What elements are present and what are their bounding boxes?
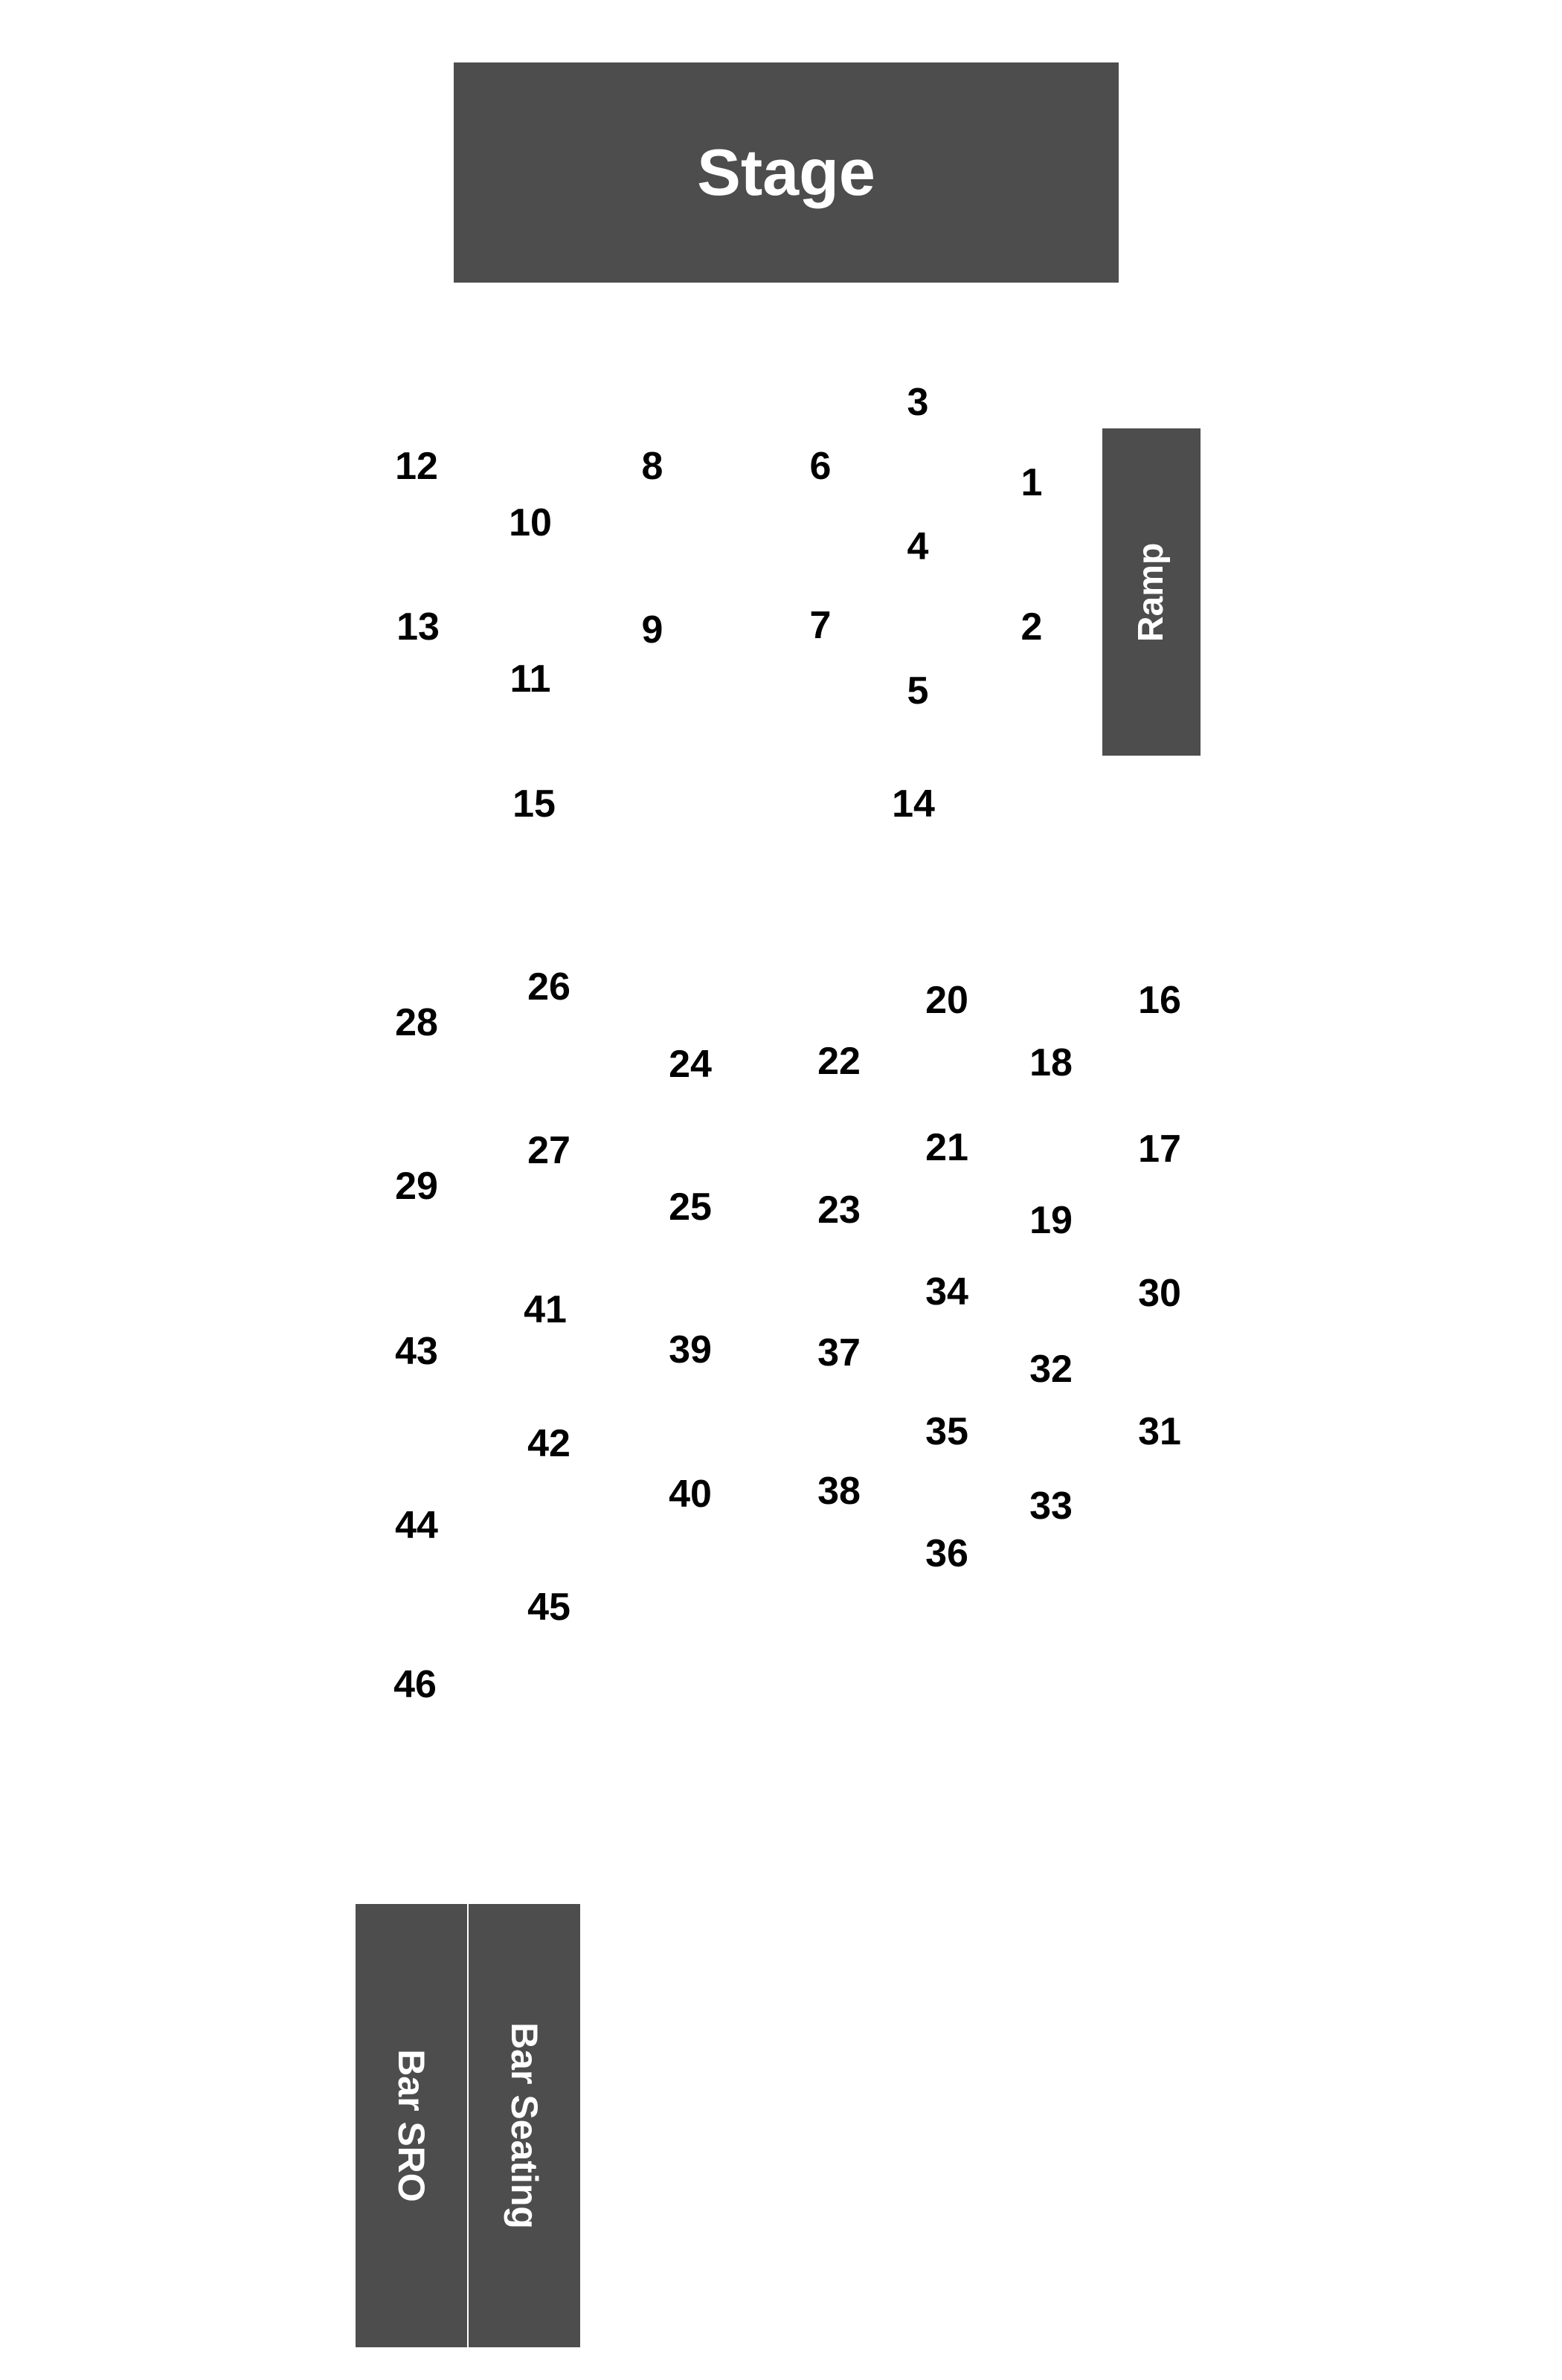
table-20[interactable]: 20 — [925, 979, 968, 1022]
table-37[interactable]: 37 — [817, 1331, 861, 1374]
bar-sro-section[interactable]: Bar SRO — [356, 1904, 467, 2347]
table-46[interactable]: 46 — [393, 1663, 437, 1706]
table-7[interactable]: 7 — [809, 604, 832, 647]
table-14[interactable]: 14 — [892, 782, 935, 826]
table-17[interactable]: 17 — [1138, 1128, 1181, 1171]
table-3[interactable]: 3 — [907, 381, 929, 424]
table-45[interactable]: 45 — [527, 1586, 571, 1629]
table-35[interactable]: 35 — [925, 1410, 968, 1453]
table-23[interactable]: 23 — [817, 1189, 861, 1232]
table-6[interactable]: 6 — [809, 445, 832, 488]
table-26[interactable]: 26 — [527, 965, 571, 1009]
table-5[interactable]: 5 — [907, 669, 929, 713]
table-25[interactable]: 25 — [669, 1186, 712, 1229]
table-41[interactable]: 41 — [524, 1288, 567, 1331]
ramp-area[interactable]: Ramp — [1102, 428, 1201, 756]
table-44[interactable]: 44 — [395, 1504, 438, 1547]
table-36[interactable]: 36 — [925, 1532, 968, 1575]
table-24[interactable]: 24 — [669, 1043, 712, 1086]
table-4[interactable]: 4 — [907, 525, 929, 568]
table-28[interactable]: 28 — [395, 1001, 438, 1044]
table-34[interactable]: 34 — [925, 1270, 968, 1313]
table-15[interactable]: 15 — [512, 782, 556, 826]
table-31[interactable]: 31 — [1138, 1410, 1181, 1453]
table-42[interactable]: 42 — [527, 1422, 571, 1465]
table-21[interactable]: 21 — [925, 1126, 968, 1169]
table-1[interactable]: 1 — [1021, 461, 1043, 504]
table-27[interactable]: 27 — [527, 1129, 571, 1172]
table-9[interactable]: 9 — [641, 608, 663, 652]
bar-seating-section[interactable]: Bar Seating — [469, 1904, 580, 2347]
table-16[interactable]: 16 — [1138, 979, 1181, 1022]
table-29[interactable]: 29 — [395, 1165, 438, 1208]
stage-area[interactable]: Stage — [454, 62, 1119, 283]
table-2[interactable]: 2 — [1021, 605, 1043, 649]
table-11[interactable]: 11 — [510, 657, 551, 701]
table-13[interactable]: 13 — [396, 605, 440, 649]
table-22[interactable]: 22 — [817, 1040, 861, 1083]
bar-seating-label: Bar Seating — [504, 2022, 546, 2229]
table-33[interactable]: 33 — [1029, 1485, 1073, 1528]
table-40[interactable]: 40 — [669, 1473, 712, 1516]
stage-label: Stage — [697, 135, 875, 209]
table-10[interactable]: 10 — [509, 501, 552, 544]
ramp-label: Ramp — [1131, 542, 1172, 642]
bar-sro-label: Bar SRO — [390, 2049, 432, 2202]
table-18[interactable]: 18 — [1029, 1041, 1073, 1084]
table-30[interactable]: 30 — [1138, 1272, 1181, 1315]
table-32[interactable]: 32 — [1029, 1348, 1073, 1391]
table-39[interactable]: 39 — [669, 1328, 712, 1371]
table-8[interactable]: 8 — [641, 445, 663, 488]
table-19[interactable]: 19 — [1029, 1199, 1073, 1242]
table-38[interactable]: 38 — [817, 1470, 861, 1513]
table-43[interactable]: 43 — [395, 1330, 438, 1373]
table-12[interactable]: 12 — [395, 445, 438, 488]
